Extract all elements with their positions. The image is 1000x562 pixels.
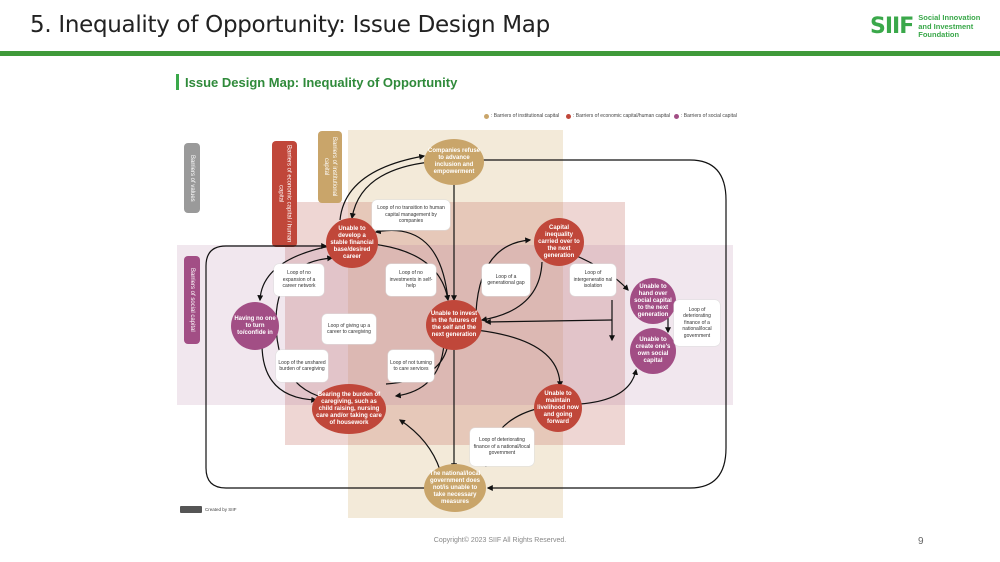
- siif-logo: SIIF Social Innovation and Investment Fo…: [870, 13, 981, 40]
- logo-line-1: Social Innovation: [918, 13, 981, 22]
- institutional-axis-label: Barriers of institutional capital: [318, 131, 342, 203]
- legend-label: : Barriers of social capital: [681, 113, 737, 119]
- logo-mark: SIIF: [870, 14, 914, 40]
- created-by: Created by SIIF: [180, 506, 237, 513]
- loop-giving-up: Loop of giving up a career to caregiving: [322, 314, 376, 344]
- loop-no-investments: Loop of no investments in self-help: [386, 264, 436, 296]
- legend-item-institutional: : Barriers of institutional capital: [484, 113, 559, 119]
- page-title: 5. Inequality of Opportunity: Issue Desi…: [30, 12, 550, 38]
- header-rule: [0, 51, 1000, 56]
- legend-item-economic: : Barriers of economic capital/human cap…: [566, 113, 670, 119]
- node-unable-invest: Unable to invest in the futures of the s…: [426, 300, 482, 350]
- loop-not-turning: Loop of not turning to care services: [388, 350, 434, 382]
- loop-deteriorating-right: Loop of deteriorating finance of a natio…: [674, 300, 720, 346]
- logo-line-3: Foundation: [918, 30, 960, 39]
- loop-no-expansion: Loop of no expansion of a career network: [274, 264, 324, 296]
- loop-deteriorating-bottom: Loop of deteriorating finance of a natio…: [470, 428, 534, 466]
- logo-text: Social Innovation and Investment Foundat…: [918, 13, 981, 40]
- loop-intergenerational: Loop of intergeneratio nal isolation: [570, 264, 616, 296]
- node-having-no-one: Having no one to turn to/confide in: [231, 302, 279, 350]
- creative-commons-icon: [180, 506, 202, 513]
- node-unable-hand-over: Unable to hand over social capital to th…: [630, 278, 676, 324]
- node-government: The national/local government does not/i…: [424, 464, 486, 512]
- legend-label: : Barriers of economic capital/human cap…: [573, 113, 670, 119]
- logo-line-2: and Investment: [918, 21, 974, 31]
- node-unable-maintain: Unable to maintain livelihood now and go…: [534, 384, 582, 432]
- legend-item-social: : Barriers of social capital: [674, 113, 737, 119]
- economic-axis-label: Barriers of economic capital / human cap…: [272, 141, 297, 247]
- values-axis-label: Barriers of values: [184, 143, 200, 213]
- legend-dot-icon: [674, 113, 679, 119]
- page-number: 9: [918, 536, 924, 547]
- social-axis-label: Barriers of social capital: [184, 256, 200, 344]
- node-companies: Companies refuse to advance inclusion an…: [424, 139, 484, 185]
- created-by-text: Created by SIIF: [205, 507, 237, 512]
- copyright-footer: Copyright© 2023 SIIF All Rights Reserved…: [433, 537, 567, 544]
- loop-no-transition: Loop of no transition to human capital m…: [372, 200, 450, 230]
- node-capital-inequality: Capital inequality carried over to the n…: [534, 218, 584, 266]
- legend-dot-icon: [484, 113, 489, 119]
- legend-dot-icon: [566, 113, 571, 119]
- node-bearing-burden: Bearing the burden of caregiving, such a…: [312, 384, 386, 434]
- loop-generational-gap: Loop of a generational gap: [482, 264, 530, 296]
- subtitle: Issue Design Map: Inequality of Opportun…: [185, 75, 458, 90]
- node-unable-develop: Unable to develop a stable financial bas…: [326, 218, 378, 268]
- node-unable-create: Unable to create one's own social capita…: [630, 328, 676, 374]
- legend-label: : Barriers of institutional capital: [491, 113, 560, 119]
- loop-unshared: Loop of the unshared burden of caregivin…: [276, 350, 328, 382]
- subtitle-accent: [176, 74, 179, 90]
